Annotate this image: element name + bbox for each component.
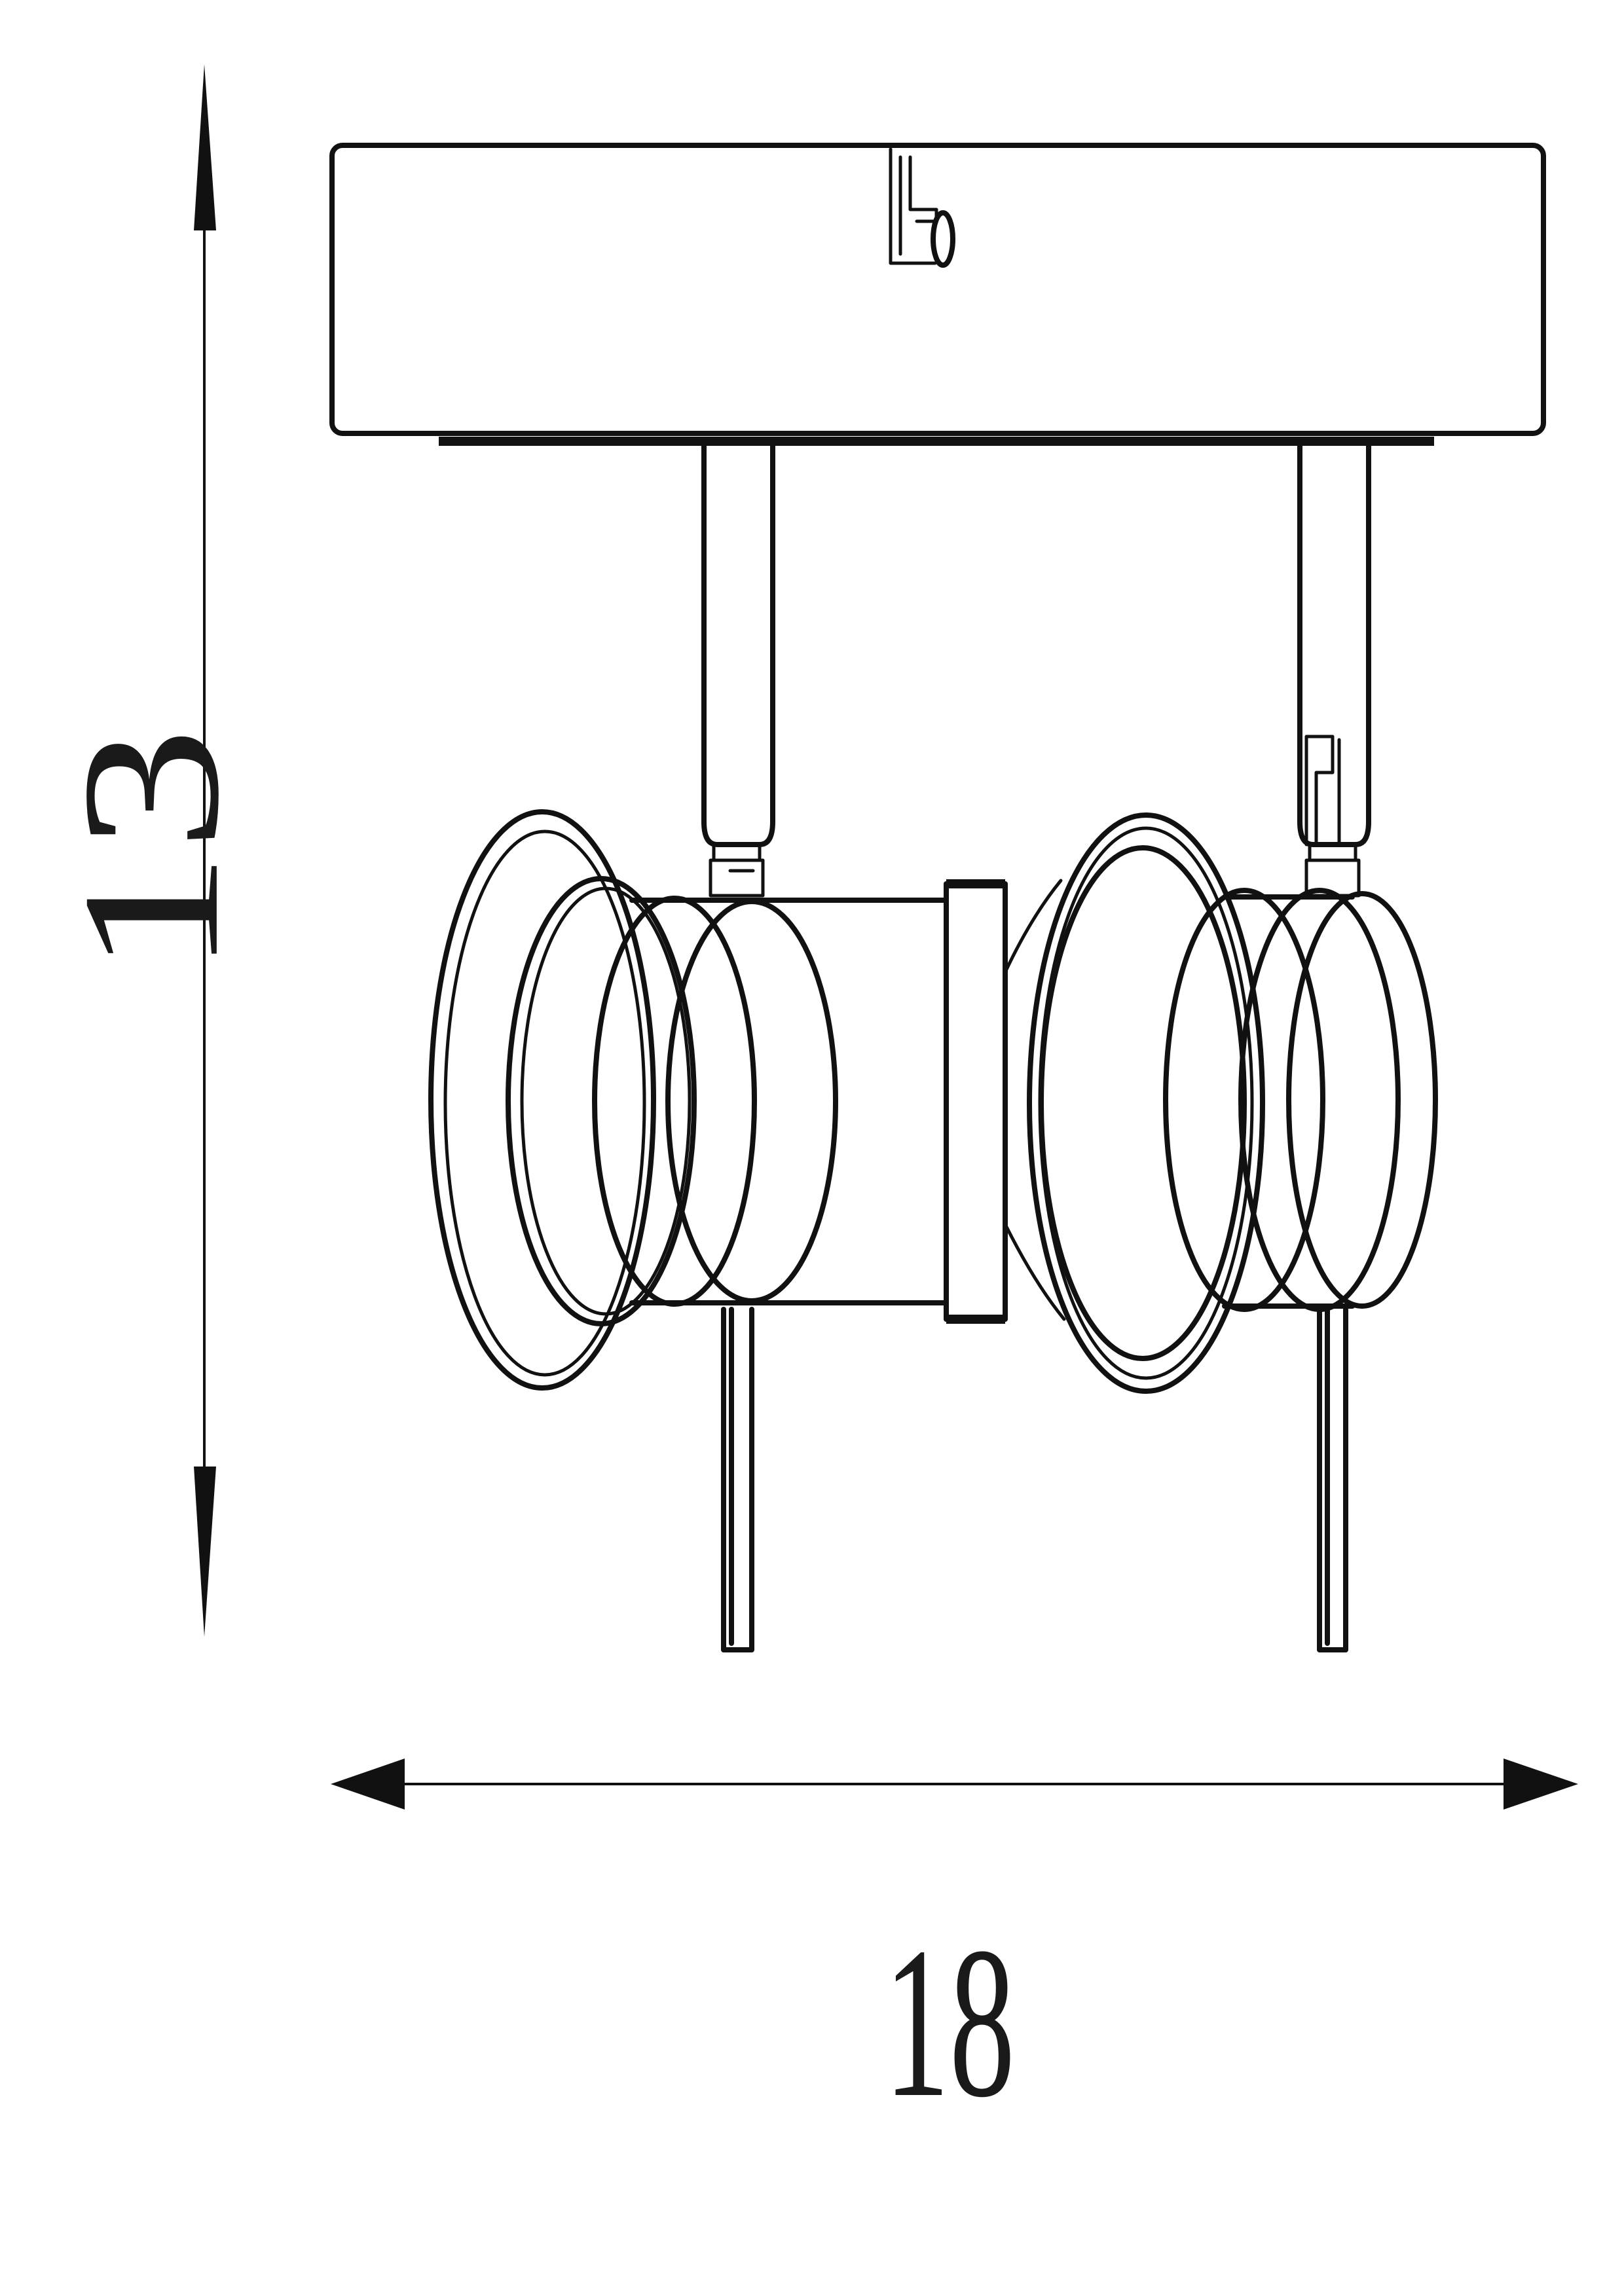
width-arrow-left [331,1758,405,1810]
left-spot-outer-rim-inner [443,829,646,1377]
right-spot-outer-rim [1027,812,1265,1394]
width-arrow-right [1504,1758,1578,1810]
ceiling-base-plate [329,143,1546,446]
base-plate-screw-icon [931,210,955,268]
height-arrow-bottom [194,1467,216,1637]
right-spot-ring [1163,888,1325,1312]
right-spot-back [1286,891,1438,1309]
left-spotlight [428,809,949,1652]
right-spot-outer-rim-inner [1038,826,1254,1380]
height-dimension: 13 [42,64,259,1637]
right-spotlight [1027,812,1438,1652]
connector-block [944,881,1008,1322]
right-support-arm [1297,443,1371,898]
left-spot-ring-inner [520,886,692,1316]
height-arrow-top [194,64,216,230]
central-connector [944,879,1066,1324]
width-label: 18 [884,1903,1015,2142]
left-spot-ring [506,876,697,1326]
left-support-arm [701,443,775,898]
left-arm-bracket [709,858,765,898]
right-spot-stem [1317,1307,1348,1652]
connector-link-lines [1003,879,1066,1321]
width-dimension: 18 [331,1758,1578,2142]
right-spot-lens [1039,845,1247,1361]
left-spot-outer-rim [428,809,656,1391]
base-plate-hook-detail [889,147,938,265]
right-arm-rod [1297,443,1371,847]
left-spot-stem [721,1307,754,1652]
right-arm-clip [1304,735,1341,847]
base-plate-body [329,143,1546,436]
height-label: 13 [42,727,259,975]
left-arm-rod [701,443,775,847]
